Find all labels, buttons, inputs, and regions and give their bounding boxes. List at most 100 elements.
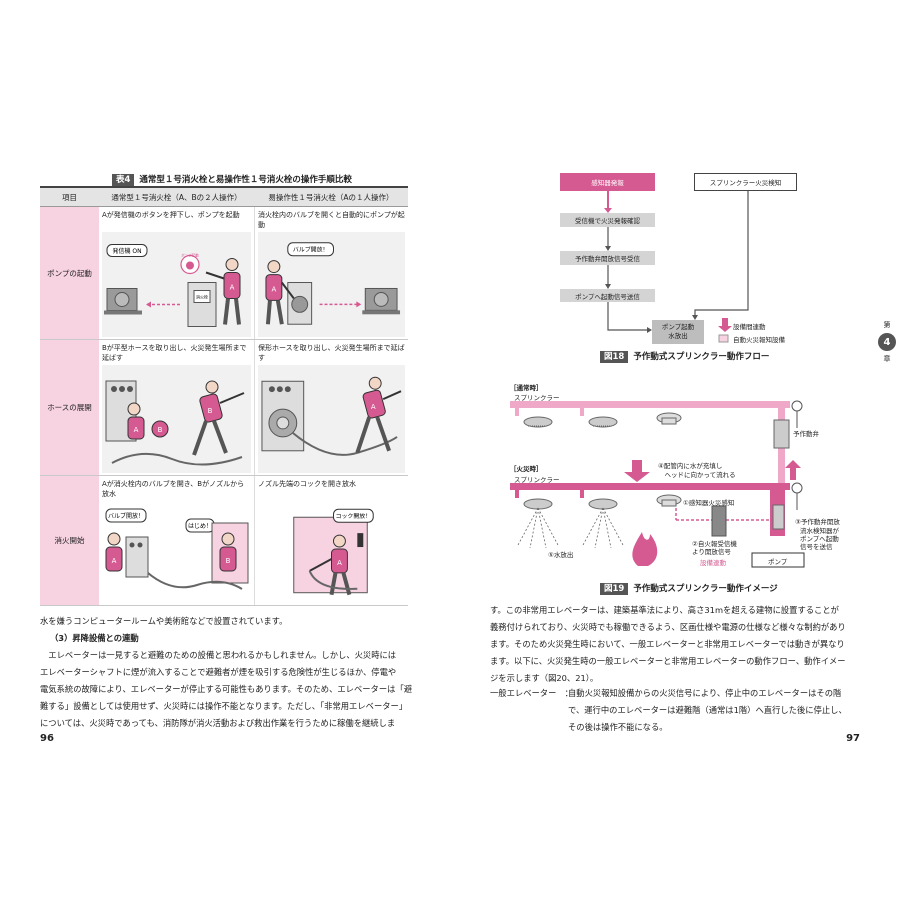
pump-start-illustration-easy: A バルブ開放！ (258, 232, 405, 337)
table-caption: 表4 通常型１号消火栓と易操作性１号消火栓の操作手順比較 (112, 173, 352, 186)
step4-label: ④配管内に水が充填し ヘッドに向かって流れる (658, 462, 736, 479)
page-number: 97 (846, 733, 860, 744)
person-a: A (371, 403, 376, 411)
cell-text: Bが平型ホースを取り出し、火災発生場所まで延ばす (102, 344, 247, 363)
text-line: 水を嫌うコンピュータールームや美術館などで設置されています。 (40, 616, 288, 626)
row-label: 消火開始 (40, 476, 99, 605)
flow-valve-signal: 予作動弁開放信号受信 (560, 251, 655, 265)
bubble-hasshinki: 発信機 ON (112, 247, 141, 255)
cell-text: Aが発信機のボタンを押下し、ポンプを起動 (102, 211, 240, 219)
flow-receiver: 受信機で火災発報確認 (560, 213, 655, 227)
table-cell: Aが発信機のボタンを押下し、ポンプを起動 消火栓 ポンプ起動 (99, 207, 254, 339)
step1-label: ①感知器火災感知 (683, 499, 735, 507)
flow-sprinkler-detect: スプリンクラー火災検知 (694, 173, 797, 191)
bubble-hajime: はじめ！ (188, 523, 212, 530)
flow-pump-start: ポンプ起動 水放出 (652, 320, 704, 344)
step3b-label: 流水検知器が ポンプへ起動 信号を送信 (800, 527, 839, 551)
person-a: A (134, 426, 139, 434)
hose-illustration-standard: A B B (102, 365, 251, 473)
hose-illustration-easy: A (258, 365, 405, 473)
page-number: 96 (40, 733, 54, 744)
comparison-table: 項目 通常型１号消火栓（A、Bの２人操作） 易操作性１号消火栓（Aの１人操作） … (40, 186, 408, 606)
table-cell: 保形ホースを取り出し、火災発生場所まで延ばす A (254, 340, 408, 475)
step2-label: ②自火報受信機 より開放信号 (692, 540, 737, 556)
header-standard: 通常型１号消火栓（A、Bの２人操作） (111, 192, 242, 202)
text-line: で、運行中のエレベーターは避難階（通常は1階）へ直行した後に停止し、 (568, 705, 847, 715)
text-line: エレベーターは一見すると避難のための設備と思われるかもしれません。しかし、火災時… (40, 650, 397, 660)
text-line: 電気系統の故障により、エレベーターが停止する可能性もあります。そのため、エレベー… (40, 684, 413, 694)
chapter-suffix: 章 (883, 355, 891, 363)
body-text-left: 水を嫌うコンピュータールームや美術館などで設置されています。 （3）昇降設備との… (40, 613, 413, 732)
header-easy: 易操作性１号消火栓（Aの１人操作） (268, 192, 394, 202)
step3-label: ③予作動弁開放 (795, 518, 840, 526)
table-row: 消火開始 Aが消火栓内のバルブを開き、Bがノズルから放水 A バルブ開放！ はじ… (40, 476, 408, 606)
valve-label: 予作動弁 (793, 430, 819, 438)
text-line: ます。そのため火災発生時において、一般エレベーターと非常用エレベーターでは動きが… (490, 639, 845, 649)
table-title: 通常型１号消火栓と易操作性１号消火栓の操作手順比較 (139, 175, 352, 185)
pump-label: ポンプ (768, 558, 788, 566)
section-heading: （3）昇降設備との連動 (50, 633, 139, 643)
text-line: ます。以下に、火災発生時の一般エレベーターと非常用エレベーターの動作フロー、動作… (490, 656, 846, 666)
table-header: 項目 通常型１号消火栓（A、Bの２人操作） 易操作性１号消火栓（Aの１人操作） (40, 188, 408, 207)
definition-term: 一般エレベーター ： (490, 688, 573, 698)
bubble-valve-2: バルブ開放！ (108, 512, 144, 520)
lamp-label: ポンプ起動 (181, 253, 199, 258)
sprinkler-label-2: スプリンクラー (514, 476, 560, 484)
person-a: A (337, 559, 342, 567)
flow-pump-signal: ポンプへ起動信号送信 (560, 289, 655, 302)
chapter-number: 4 (878, 333, 896, 351)
text-line: 難する」設備としては使用せず、火災時には操作不能となります。ただし、「非常用エレ… (40, 701, 408, 711)
person-b: B (158, 426, 163, 434)
definition-description: 自動火災報知設備からの火災信号により、停止中のエレベーターはその階 で、運行中の… (568, 685, 847, 736)
legend-equip: 設備間連動 (733, 323, 766, 331)
fig19-number: 図19 (600, 583, 629, 595)
text-line: その後は操作不能になる。 (568, 722, 668, 732)
flow-sensor: 感知器発報 (560, 173, 655, 191)
person-a: A (230, 284, 235, 292)
text-line: 義務付けられており、火災時でも稼働できるよう、区画仕様や電源の仕様など様々な制約… (490, 622, 846, 632)
step2b-label: 設備連動 (700, 559, 726, 567)
table-cell: 消火栓内のバルブを開くと自動的にポンプが起動 A バルブ開放！ (254, 207, 408, 339)
discharge-illustration-easy: コック開放！ A (258, 501, 405, 603)
fig18-number: 図18 (600, 351, 629, 363)
legend-auto: 自動火災報知設備 (733, 336, 785, 344)
cell-text: 消火栓内のバルブを開くと自動的にポンプが起動 (258, 211, 405, 230)
cell-text: Aが消火栓内のバルブを開き、Bがノズルから放水 (102, 480, 245, 499)
bubble-cock: コック開放！ (336, 512, 372, 520)
person-a: A (112, 557, 117, 565)
table-row: ホースの展開 Bが平型ホースを取り出し、火災発生場所まで延ばす A B (40, 340, 408, 476)
fig18-caption: 図18 予作動式スプリンクラー動作フロー (600, 350, 770, 363)
table-cell: Bが平型ホースを取り出し、火災発生場所まで延ばす A B B (99, 340, 254, 475)
normal-label: ［通常時］ (510, 384, 543, 392)
fire-label: ［火災時］ (510, 465, 543, 473)
text-line: については、火災時であっても、消防隊が消火活動および救出作業を行うために稼働を継… (40, 718, 396, 728)
text-line: エレベーターシャフトに煙が流入することで避難者が煙を吸引する危険性が生じるほか、… (40, 667, 397, 677)
person-b: B (208, 407, 213, 415)
hydrant-label: 消火栓 (196, 294, 208, 300)
text-line: す。この非常用エレベーターは、建築基準法により、高さ31mを超える建物に設置する… (490, 605, 839, 615)
chapter-prefix: 第 (883, 321, 891, 329)
chapter-tab: 第 4 章 (876, 320, 898, 364)
row-label: ポンプの起動 (40, 207, 99, 339)
text-line: 自動火災報知設備からの火災信号により、停止中のエレベーターはその階 (568, 688, 842, 698)
table-cell: Aが消火栓内のバルブを開き、Bがノズルから放水 A バルブ開放！ はじめ！ (99, 476, 254, 605)
sprinkler-diagram (510, 400, 805, 568)
flow-connectors (604, 191, 749, 343)
pump-start-illustration-standard: 消火栓 ポンプ起動 発信機 ON A (102, 232, 251, 337)
table-number: 表4 (112, 174, 135, 186)
header-item: 項目 (62, 192, 77, 202)
person-b: B (226, 557, 231, 565)
fig18-title: 予作動式スプリンクラー動作フロー (633, 352, 770, 362)
cell-text: 保形ホースを取り出し、火災発生場所まで延ばす (258, 344, 405, 363)
bubble-valve: バルブ開放！ (293, 246, 329, 254)
row-label: ホースの展開 (40, 340, 99, 475)
step5-label: ⑤水放出 (548, 551, 574, 559)
right-page: 感知器発報 スプリンクラー火災検知 受信機で火災発報確認 予作動弁開放信号受信 … (450, 0, 900, 900)
text-line: ジを示します（図20、21）。 (490, 673, 599, 683)
table-cell: ノズル先端のコックを開き放水 コック開放！ A (254, 476, 408, 605)
person-a: A (272, 285, 277, 293)
left-page: 表4 通常型１号消火栓と易操作性１号消火栓の操作手順比較 項目 通常型１号消火栓（… (40, 173, 413, 744)
table-row: ポンプの起動 Aが発信機のボタンを押下し、ポンプを起動 消火栓 (40, 207, 408, 340)
cell-text: ノズル先端のコックを開き放水 (258, 480, 356, 488)
